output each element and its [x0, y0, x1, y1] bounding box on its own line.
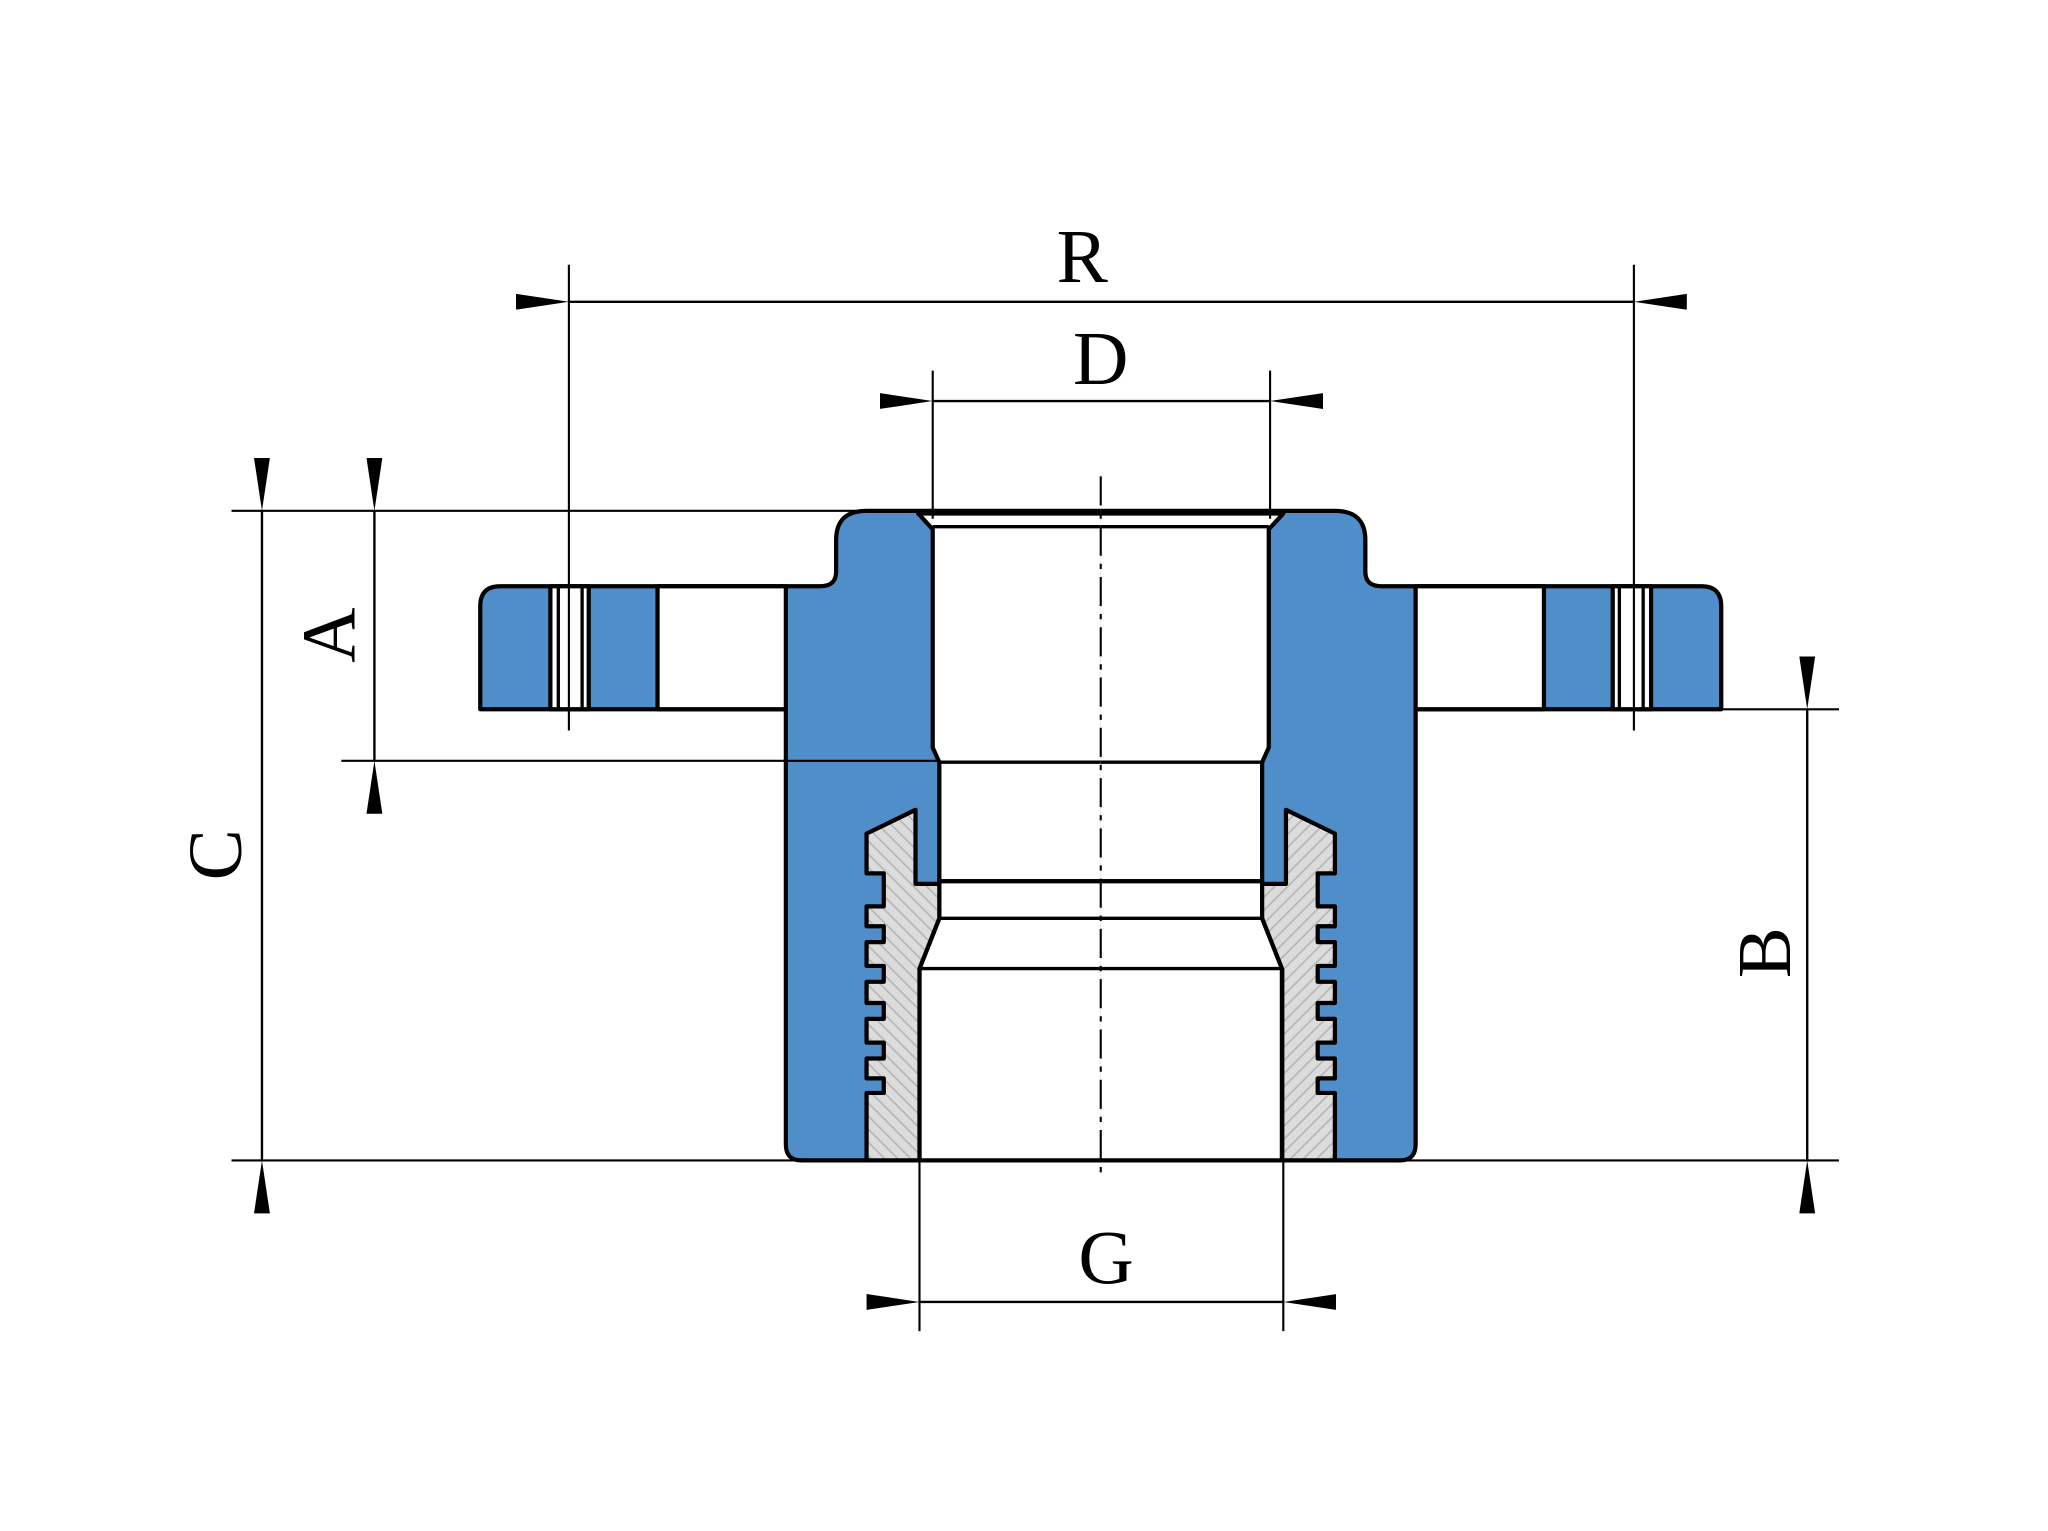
- fitting-left-half: [480, 511, 1100, 1161]
- label-G: G: [1078, 1215, 1133, 1300]
- extension-lines: [231, 264, 1839, 1332]
- label-C: C: [173, 829, 258, 880]
- fitting-right-half: [1101, 511, 1721, 1161]
- label-B: B: [1722, 927, 1807, 978]
- label-A: A: [287, 607, 372, 662]
- label-D: D: [1073, 316, 1128, 401]
- label-R: R: [1057, 214, 1109, 299]
